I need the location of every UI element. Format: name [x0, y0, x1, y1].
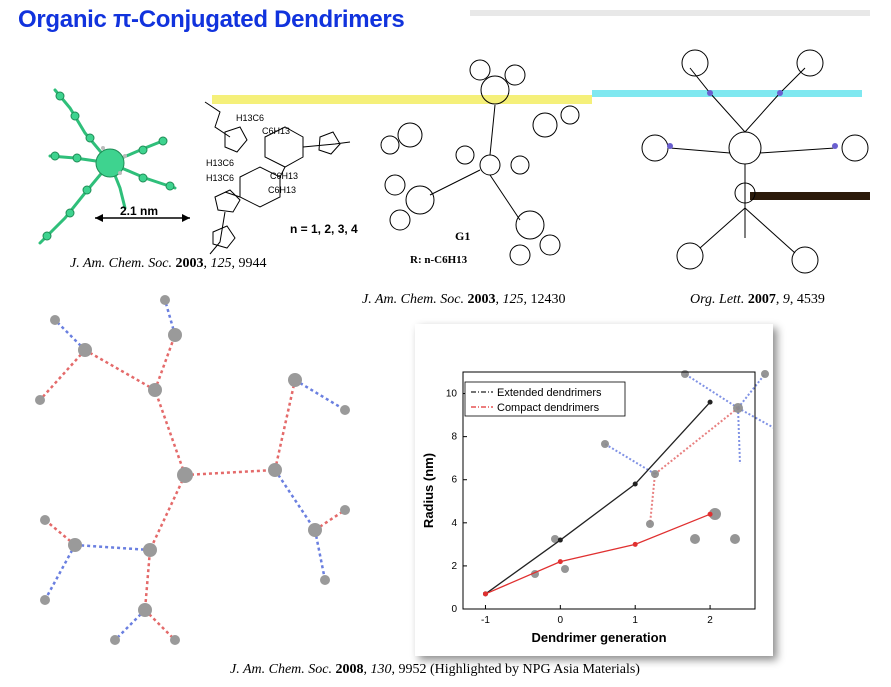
molecule-truxene-star — [641, 49, 869, 274]
reference-4: J. Am. Chem. Soc. 2008, 130, 9952 (Highl… — [230, 662, 640, 677]
chart-background-molecules — [604, 373, 786, 525]
highlight-band-cyan — [592, 90, 862, 97]
molecule-extended-dendrimer — [35, 295, 350, 645]
series-1-point — [557, 559, 563, 565]
series-1-point — [482, 591, 488, 597]
reference-2: J. Am. Chem. Soc. 2003, 125, 12430 — [362, 292, 566, 307]
x-tick-label: 0 — [558, 615, 564, 626]
y-tick-label: 6 — [451, 475, 457, 486]
ref3-year: 2007 — [747, 292, 776, 307]
molecule-thiophene-dendron — [204, 101, 351, 255]
distance-label: 2.1 nm — [120, 204, 159, 218]
y-tick-label: 8 — [451, 432, 457, 443]
repeat-label: n = 1, 2, 3, 4 — [290, 222, 358, 236]
legend-label-1: Compact dendrimers — [497, 402, 600, 414]
series-1-point — [632, 541, 638, 547]
ref4-note: (Highlighted by NPG Asia Materials) — [430, 662, 640, 677]
x-tick-label: 1 — [632, 615, 638, 626]
series-line-1 — [485, 513, 711, 595]
series-0-point — [557, 537, 563, 543]
ref2-volume: 125 — [502, 292, 524, 307]
x-tick-label: 2 — [707, 615, 713, 626]
ref2-year: 2003 — [467, 292, 496, 307]
legend-label-0: Extended dendrimers — [497, 387, 602, 399]
reference-1: J. Am. Chem. Soc. 2003, 125, 9944 — [70, 256, 267, 271]
ref4-volume: 130 — [370, 662, 392, 677]
legend-box — [464, 381, 626, 417]
ref4-page: 9952 — [398, 662, 427, 677]
label-c6h13-c: C6H13 — [268, 185, 297, 195]
label-h13c6-b: H13C6 — [206, 158, 235, 168]
ref2-journal: J. Am. Chem. Soc. — [362, 292, 464, 307]
ref3-page: 4539 — [796, 292, 825, 307]
ref4-year: 2008 — [335, 662, 364, 677]
highlight-band-dark — [750, 192, 870, 200]
highlight-band-gray — [470, 10, 870, 16]
molecule-green-star — [38, 88, 190, 245]
slide-title: Organic π-Conjugated Dendrimers — [18, 6, 405, 33]
series-0-point — [707, 399, 713, 405]
label-c6h13-b: C6H13 — [270, 171, 299, 181]
generation-label: G1 — [455, 229, 471, 243]
x-axis-label: Dendrimer generation — [531, 630, 666, 645]
ref1-page: 9944 — [238, 256, 267, 271]
ref1-volume: 125 — [210, 256, 232, 271]
label-h13c6-a: H13C6 — [236, 113, 265, 123]
x-tick-label: -1 — [481, 615, 490, 626]
ref1-year: 2003 — [175, 256, 204, 271]
highlight-band-yellow — [212, 95, 592, 104]
ref3-journal: Org. Lett. — [690, 292, 745, 307]
series-0-point — [632, 481, 638, 487]
ref1-journal: J. Am. Chem. Soc. — [70, 256, 172, 271]
y-tick-label: 2 — [451, 561, 457, 572]
ref2-page: 12430 — [530, 292, 566, 307]
molecule-truxene-g1 — [380, 59, 580, 266]
y-tick-label: 10 — [446, 389, 458, 400]
y-tick-label: 4 — [451, 518, 457, 529]
r-group-label: R: n-C6H13 — [410, 254, 468, 266]
series-line-0 — [485, 401, 711, 595]
label-h13c6-c: H13C6 — [206, 173, 235, 183]
ref4-journal: J. Am. Chem. Soc. — [230, 662, 332, 677]
reference-3: Org. Lett. 2007, 9, 4539 — [690, 292, 825, 307]
series-1-point — [707, 511, 713, 517]
plot-frame — [462, 371, 756, 610]
y-tick-label: 0 — [451, 604, 457, 615]
y-axis-label: Radius (nm) — [421, 453, 436, 528]
ref3-volume: 9 — [782, 292, 790, 307]
label-c6h13-a: C6H13 — [262, 126, 291, 136]
